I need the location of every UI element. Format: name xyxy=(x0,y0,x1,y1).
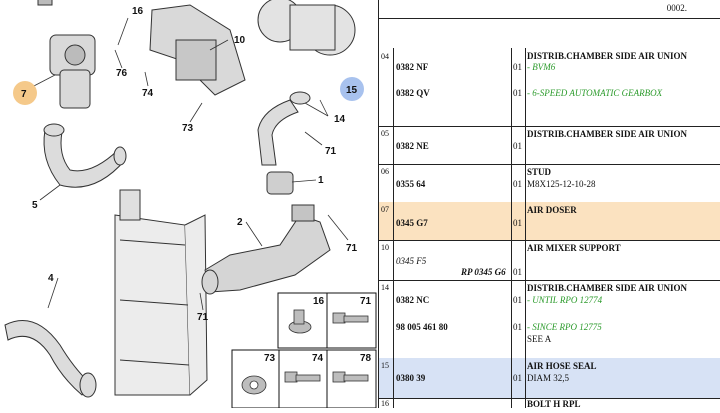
bolt-74-drawing[interactable] xyxy=(284,371,321,383)
part-reference[interactable]: 98 005 461 80 xyxy=(396,322,448,332)
row-number: 16 xyxy=(381,399,389,408)
highlight-circle-7[interactable] xyxy=(13,81,37,105)
box-label-16: 16 xyxy=(313,296,325,307)
callout-1[interactable]: 1 xyxy=(318,175,324,186)
quantity: 01 xyxy=(513,322,522,332)
box-label-74: 74 xyxy=(312,353,324,364)
row-number: 15 xyxy=(381,361,389,370)
parts-table: 0002. 04 0382 NF 01 DISTRIB.CHAMBER SIDE… xyxy=(378,0,720,409)
part-note: - SINCE RPO 12775 xyxy=(527,322,602,332)
table-row-16[interactable]: 16 BOLT H RPL xyxy=(379,398,720,409)
callout-15[interactable]: 15 xyxy=(346,85,358,96)
callout-71-bottom[interactable]: 71 xyxy=(197,312,209,323)
part-spec: M8X125-12-10-28 xyxy=(527,179,596,189)
quantity: 01 xyxy=(513,141,522,151)
callout-5[interactable]: 5 xyxy=(32,200,38,211)
quantity: 01 xyxy=(513,267,522,277)
quantity: 01 xyxy=(513,88,522,98)
part-note: - UNTIL RPO 12774 xyxy=(527,295,603,305)
row-number: 05 xyxy=(381,129,389,138)
part-description: DISTRIB.CHAMBER SIDE AIR UNION xyxy=(527,129,688,139)
part-description: AIR HOSE SEAL xyxy=(527,361,597,371)
table-row-10[interactable]: 10 0345 F5 RP 0345 G6 01 AIR MIXER SUPPO… xyxy=(379,240,720,281)
parts-diagram: 16 76 7 74 10 73 15 14 71 1 5 2 71 71 4 … xyxy=(4,0,377,409)
air-doser-drawing[interactable] xyxy=(37,0,96,109)
part-description: AIR MIXER SUPPORT xyxy=(527,243,621,253)
callout-74[interactable]: 74 xyxy=(142,88,154,99)
callout-73[interactable]: 73 xyxy=(182,123,194,134)
quantity: 01 xyxy=(513,218,522,228)
bolt-71-drawing[interactable] xyxy=(332,312,369,324)
part-note: - 6-SPEED AUTOMATIC GEARBOX xyxy=(527,88,663,98)
part-reference[interactable]: 0345 G7 xyxy=(396,218,428,228)
part-reference[interactable]: 0355 64 xyxy=(396,179,426,189)
seal-1-drawing[interactable] xyxy=(266,171,294,195)
table-row-07[interactable]: 07 0345 G7 01 AIR DOSER xyxy=(379,202,720,241)
nut-73-drawing[interactable] xyxy=(241,375,267,395)
hose-5-drawing[interactable] xyxy=(43,123,127,188)
table-row-04[interactable]: 04 0382 NF 01 DISTRIB.CHAMBER SIDE AIR U… xyxy=(379,48,720,127)
row-number: 07 xyxy=(381,205,389,214)
quantity: 01 xyxy=(513,179,522,189)
quantity: 01 xyxy=(513,373,522,383)
replacement-reference[interactable]: RP 0345 G6 xyxy=(461,267,506,277)
intercooler-drawing[interactable] xyxy=(114,189,208,396)
callout-71-top[interactable]: 71 xyxy=(325,146,337,157)
box-label-71: 71 xyxy=(360,296,372,307)
callout-7[interactable]: 7 xyxy=(21,89,27,100)
part-description: STUD xyxy=(527,167,552,177)
hose-4-drawing[interactable] xyxy=(4,320,97,398)
row-number: 10 xyxy=(381,243,389,252)
part-description: DISTRIB.CHAMBER SIDE AIR UNION xyxy=(527,283,688,293)
callout-76[interactable]: 76 xyxy=(116,68,128,79)
turbocharger-drawing[interactable] xyxy=(257,0,356,56)
part-reference[interactable]: 0382 NE xyxy=(396,141,429,151)
part-reference[interactable]: 0345 F5 xyxy=(396,256,427,266)
part-spec: DIAM 32,5 xyxy=(527,373,569,383)
quantity: 01 xyxy=(513,295,522,305)
box-label-73: 73 xyxy=(264,353,276,364)
callout-10[interactable]: 10 xyxy=(234,35,246,46)
part-see-note: SEE A xyxy=(527,334,552,344)
row-number: 14 xyxy=(381,283,389,292)
part-reference[interactable]: 0382 NC xyxy=(396,295,430,305)
highlight-circle-15[interactable] xyxy=(340,77,364,101)
callout-71-right[interactable]: 71 xyxy=(346,243,358,254)
bolt-16-drawing[interactable] xyxy=(288,309,312,334)
callout-4[interactable]: 4 xyxy=(48,273,54,284)
exploded-view-svg: 16 76 7 74 10 73 15 14 71 1 5 2 71 71 4 … xyxy=(4,0,377,409)
part-description: AIR DOSER xyxy=(527,205,577,215)
part-reference[interactable]: 0382 QV xyxy=(396,88,430,98)
box-label-78: 78 xyxy=(360,353,372,364)
row-number: 04 xyxy=(381,52,389,61)
part-note: - BVM6 xyxy=(527,62,556,72)
air-pipe-2-drawing[interactable] xyxy=(201,204,331,295)
part-description: DISTRIB.CHAMBER SIDE AIR UNION xyxy=(527,51,688,61)
table-header-strip: 0002. xyxy=(379,0,720,19)
part-description: BOLT H RPL xyxy=(527,399,581,409)
callout-2[interactable]: 2 xyxy=(237,217,243,228)
table-row-05[interactable]: 05 0382 NE 01 DISTRIB.CHAMBER SIDE AIR U… xyxy=(379,126,720,165)
table-row-15[interactable]: 15 0380 39 01 AIR HOSE SEAL DIAM 32,5 xyxy=(379,358,720,399)
reference-code: 0002. xyxy=(666,3,687,13)
callout-14[interactable]: 14 xyxy=(334,114,346,125)
part-reference[interactable]: 0380 39 xyxy=(396,373,426,383)
air-pipe-14-drawing[interactable] xyxy=(257,91,311,166)
table-row-14[interactable]: 14 0382 NC 01 DISTRIB.CHAMBER SIDE AIR U… xyxy=(379,280,720,359)
bolt-78-drawing[interactable] xyxy=(332,371,369,383)
row-number: 06 xyxy=(381,167,389,176)
callout-16[interactable]: 16 xyxy=(132,6,144,17)
part-reference[interactable]: 0382 NF xyxy=(396,62,429,72)
table-row-06[interactable]: 06 0355 64 01 STUD M8X125-12-10-28 xyxy=(379,164,720,203)
quantity: 01 xyxy=(513,62,522,72)
air-mixer-support-drawing[interactable] xyxy=(149,4,246,96)
